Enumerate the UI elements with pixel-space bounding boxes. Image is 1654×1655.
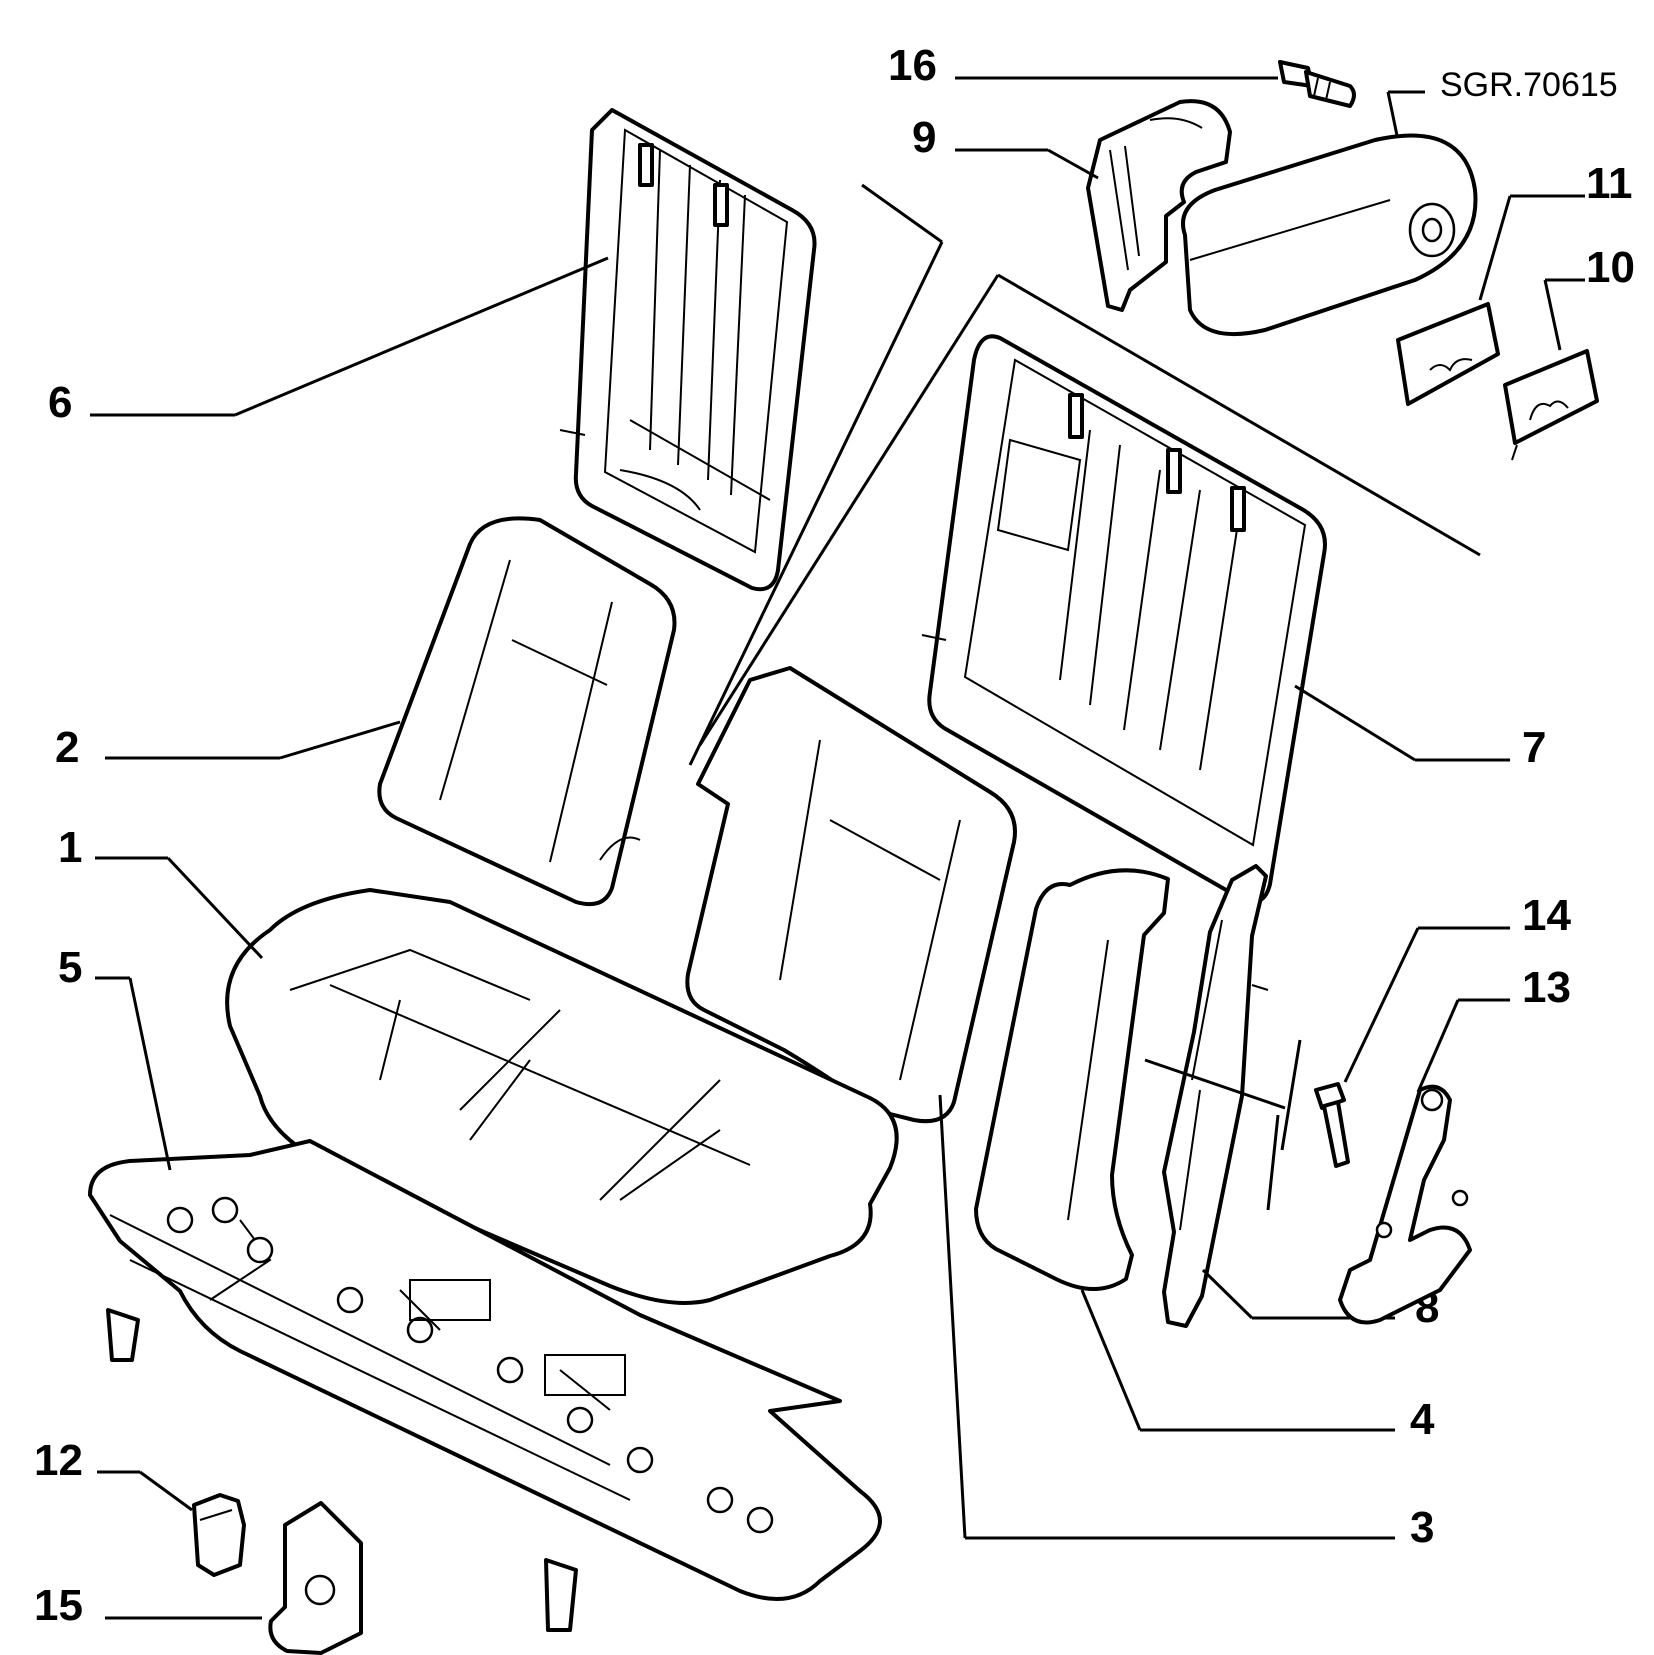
hinge-cover-icon[interactable] xyxy=(1086,99,1232,312)
leader-6b xyxy=(234,256,609,417)
part-label-10: 10 xyxy=(1586,243,1635,292)
diagram-code: SGR.70615 xyxy=(1440,66,1618,104)
part-label-1: 1 xyxy=(58,823,82,872)
bezel-icon[interactable] xyxy=(1503,349,1599,461)
part-label-16: 16 xyxy=(888,41,937,90)
leader-1b xyxy=(166,856,264,960)
headrest-pad-icon xyxy=(1181,133,1478,337)
backrest-cushion-icon[interactable] xyxy=(377,516,677,907)
divider-line-4 xyxy=(997,273,1481,557)
part-label-3: 3 xyxy=(1410,1503,1434,1552)
leader-8-aux3 xyxy=(1266,1114,1280,1211)
bracket-icon[interactable] xyxy=(1338,1084,1472,1325)
leader-3a xyxy=(938,1094,967,1539)
leader-4a xyxy=(1080,1289,1142,1431)
side-bolster-icon[interactable] xyxy=(974,868,1170,1291)
part-label-2: 2 xyxy=(55,723,79,772)
bracket-icon[interactable] xyxy=(268,1501,363,1655)
part-label-9: 9 xyxy=(912,113,936,162)
part-label-15: 15 xyxy=(34,1581,83,1630)
divider-line-2 xyxy=(688,241,944,766)
backrest-frame-icon[interactable] xyxy=(559,108,817,592)
part-label-7: 7 xyxy=(1522,723,1546,772)
hinge-bracket-icon[interactable] xyxy=(1162,864,1269,1328)
divider-line-3 xyxy=(698,274,1000,746)
bezel-icon[interactable] xyxy=(1396,302,1500,406)
leader-9b xyxy=(1047,148,1099,180)
leader-14b xyxy=(1343,927,1420,1083)
divider-line-1 xyxy=(861,183,943,244)
screw-icon[interactable] xyxy=(1314,1082,1350,1168)
part-label-14: 14 xyxy=(1522,891,1571,940)
part-label-11: 11 xyxy=(1586,159,1633,208)
part-label-12: 12 xyxy=(34,1436,83,1485)
part-label-4: 4 xyxy=(1410,1395,1435,1444)
leader-12b xyxy=(139,1470,193,1512)
seat-cushion-icon[interactable] xyxy=(225,888,899,1305)
part-label-6: 6 xyxy=(48,378,72,427)
leader-13b xyxy=(1416,999,1460,1093)
leader-8-aux1 xyxy=(1144,1058,1286,1110)
leader-8a xyxy=(1201,1268,1254,1320)
leader-5b xyxy=(128,977,172,1171)
part-label-5: 5 xyxy=(58,943,82,992)
clip-icon[interactable] xyxy=(192,1493,246,1577)
leader-11b xyxy=(1478,195,1512,301)
bolt-icon[interactable] xyxy=(1278,60,1356,108)
leader-8-aux2 xyxy=(1280,1039,1302,1151)
leader-2b xyxy=(279,720,401,760)
leader-7b xyxy=(1294,684,1416,762)
part-label-13: 13 xyxy=(1522,963,1571,1012)
leader-10b xyxy=(1543,279,1562,351)
seat-frame-icon[interactable] xyxy=(88,1139,882,1632)
